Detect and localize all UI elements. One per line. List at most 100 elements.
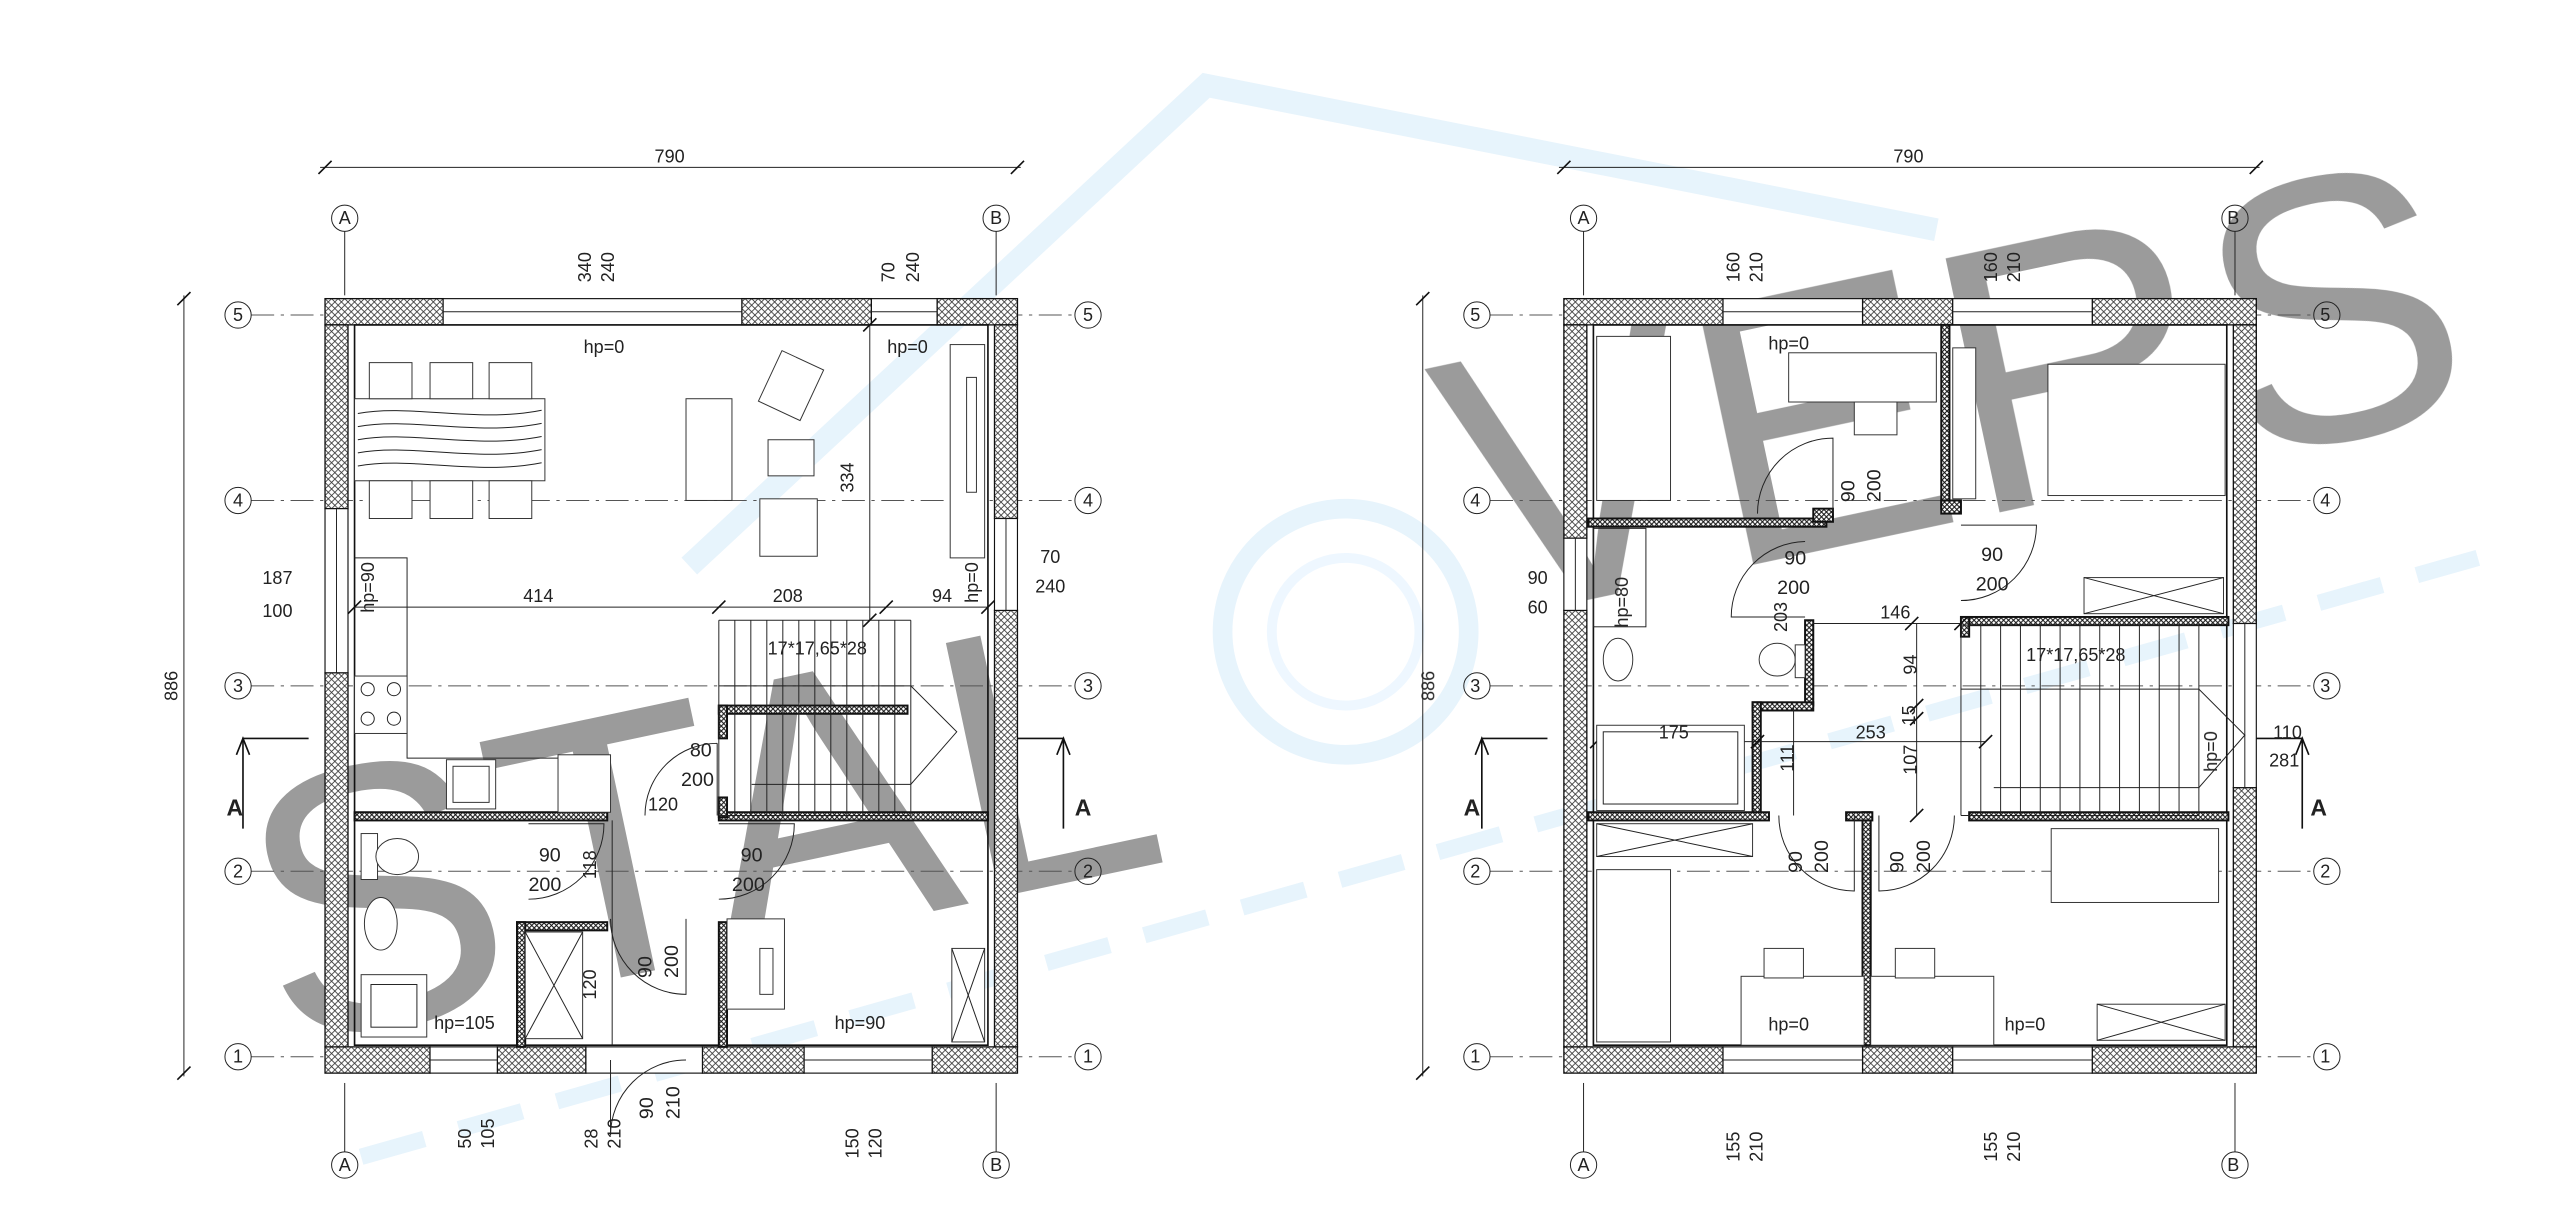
floor-level-label: hp=0 xyxy=(962,562,982,603)
dimension-tick xyxy=(1010,160,1025,175)
chair xyxy=(488,362,533,400)
interior-wall xyxy=(1845,811,1874,822)
interior-wall xyxy=(1812,507,1834,523)
shower-drain-grid xyxy=(370,984,418,1028)
interior-wall xyxy=(1940,323,1951,510)
grid-bubble xyxy=(224,301,252,329)
monitor xyxy=(759,947,774,995)
toilet-bowl xyxy=(375,837,420,876)
door-height-label: 200 xyxy=(1913,840,1935,873)
kitchen-counter xyxy=(354,557,608,759)
grid-axis-label: 3 xyxy=(233,676,243,696)
dimension-tick xyxy=(711,599,726,615)
overall-width-dimension: 790 xyxy=(655,146,685,166)
grid-axis-label: 5 xyxy=(233,305,243,325)
floor-level-label: hp=0 xyxy=(1768,1014,1809,1034)
shower-tray xyxy=(360,974,428,1038)
exterior-wall xyxy=(324,297,444,326)
grid-bubble xyxy=(2221,204,2249,232)
window-height-label: 120 xyxy=(865,1128,885,1158)
grid-axis-label: 2 xyxy=(233,861,243,881)
section-arrow xyxy=(2294,736,2310,756)
burner xyxy=(386,711,401,726)
door-swing xyxy=(1756,437,1834,514)
dimension-label: 253 xyxy=(1856,722,1886,742)
bed xyxy=(1596,335,1672,501)
window-width-label: 160 xyxy=(1723,252,1743,282)
grid-axis-label: A xyxy=(1578,208,1590,228)
chair xyxy=(368,362,413,400)
grid-axis-bubbles: A B A B 5 4 3 2 1 5 4 3 2 1 A B A B 5 4 … xyxy=(233,208,2330,1175)
exterior-wall xyxy=(324,672,349,1048)
dimension-label: 146 xyxy=(1880,603,1910,623)
floor-level-label: hp=0 xyxy=(887,337,928,357)
first-floor-plan: 790 886 hp=0 hp=0 hp=0 hp=80 hp=0 17*17,… xyxy=(1418,146,2302,1161)
door-width-label: 90 xyxy=(1981,544,2003,566)
bed xyxy=(2050,828,2220,903)
interior-wall-face xyxy=(1592,324,2228,1047)
door-height-label: 200 xyxy=(1811,840,1833,873)
grid-axis-label: 4 xyxy=(1083,490,1093,510)
interior-wall xyxy=(1959,615,2230,627)
section-mark-label: A xyxy=(2310,795,2327,821)
grid-axis-label: 3 xyxy=(1470,676,1480,696)
wardrobe-cross xyxy=(524,931,584,1039)
grid-axis-label: 1 xyxy=(1083,1047,1093,1067)
dimension-tick xyxy=(317,160,333,175)
stair-direction-arrow xyxy=(1960,688,2246,789)
floor-level-label: hp=80 xyxy=(1612,577,1632,628)
overall-depth-dimension: 886 xyxy=(1418,671,1438,701)
door-swing xyxy=(718,823,795,900)
burner xyxy=(360,682,375,697)
window-width-label: 90 xyxy=(1528,568,1548,588)
grid-axis-label: 3 xyxy=(1083,676,1093,696)
floor-level-label: hp=0 xyxy=(2201,731,2221,772)
section-arrow xyxy=(1056,736,1071,756)
exterior-wall xyxy=(936,297,1019,326)
grid-bubble xyxy=(2221,1151,2249,1179)
tv xyxy=(966,376,977,493)
window-height-label: 210 xyxy=(1746,252,1766,282)
window-height-label: 281 xyxy=(2269,750,2299,770)
ground-floor-plan: 790 886 hp=0 hp=0 hp=0 hp=90 hp=105 hp=9… xyxy=(161,146,1065,1158)
dimension-tick xyxy=(1953,616,1969,631)
toilet-tank xyxy=(1794,644,1806,679)
grid-axis-label: 4 xyxy=(233,490,243,510)
bed xyxy=(1596,869,1672,1043)
floor-level-label: hp=0 xyxy=(584,337,625,357)
desk xyxy=(1870,975,1995,1046)
wardrobe xyxy=(1952,347,1977,500)
wardrobe-cross xyxy=(2097,1003,2226,1041)
wood-grain xyxy=(357,462,542,468)
grid-bubble xyxy=(224,857,252,885)
grid-axis-label: A xyxy=(339,1155,351,1175)
stair-direction-arrow xyxy=(718,685,958,785)
window-width-label: 155 xyxy=(1981,1132,2001,1162)
interior-wall xyxy=(717,921,729,1048)
section-line xyxy=(1481,737,1548,829)
exterior-wall xyxy=(741,297,873,326)
sofa xyxy=(685,398,733,501)
dimension-tick xyxy=(1904,616,1919,631)
door-width-label: 90 xyxy=(539,844,561,866)
window-width-label: 155 xyxy=(1723,1132,1743,1162)
window-height-label: 240 xyxy=(903,252,923,282)
door-width-label: 90 xyxy=(1785,851,1807,873)
door-swing xyxy=(610,918,687,995)
window-height-label: 105 xyxy=(478,1119,498,1149)
grid-axis-label: 4 xyxy=(1470,490,1480,510)
grid-bubble xyxy=(2313,1043,2341,1071)
door-width-label: 90 xyxy=(1784,547,1806,569)
interior-wall xyxy=(1804,619,1815,707)
exterior-wall xyxy=(324,1046,431,1074)
desk xyxy=(1788,352,1937,403)
floor-level-label: hp=105 xyxy=(434,1013,495,1033)
wood-grain xyxy=(357,449,542,455)
dimension-tick xyxy=(1556,160,1572,175)
door-swing xyxy=(1960,524,2037,602)
grid-bubble xyxy=(1074,486,1102,515)
toilet-bowl xyxy=(1758,642,1796,677)
armchair xyxy=(757,349,825,422)
washbasin xyxy=(363,897,398,951)
grid-bubble xyxy=(1569,204,1598,232)
